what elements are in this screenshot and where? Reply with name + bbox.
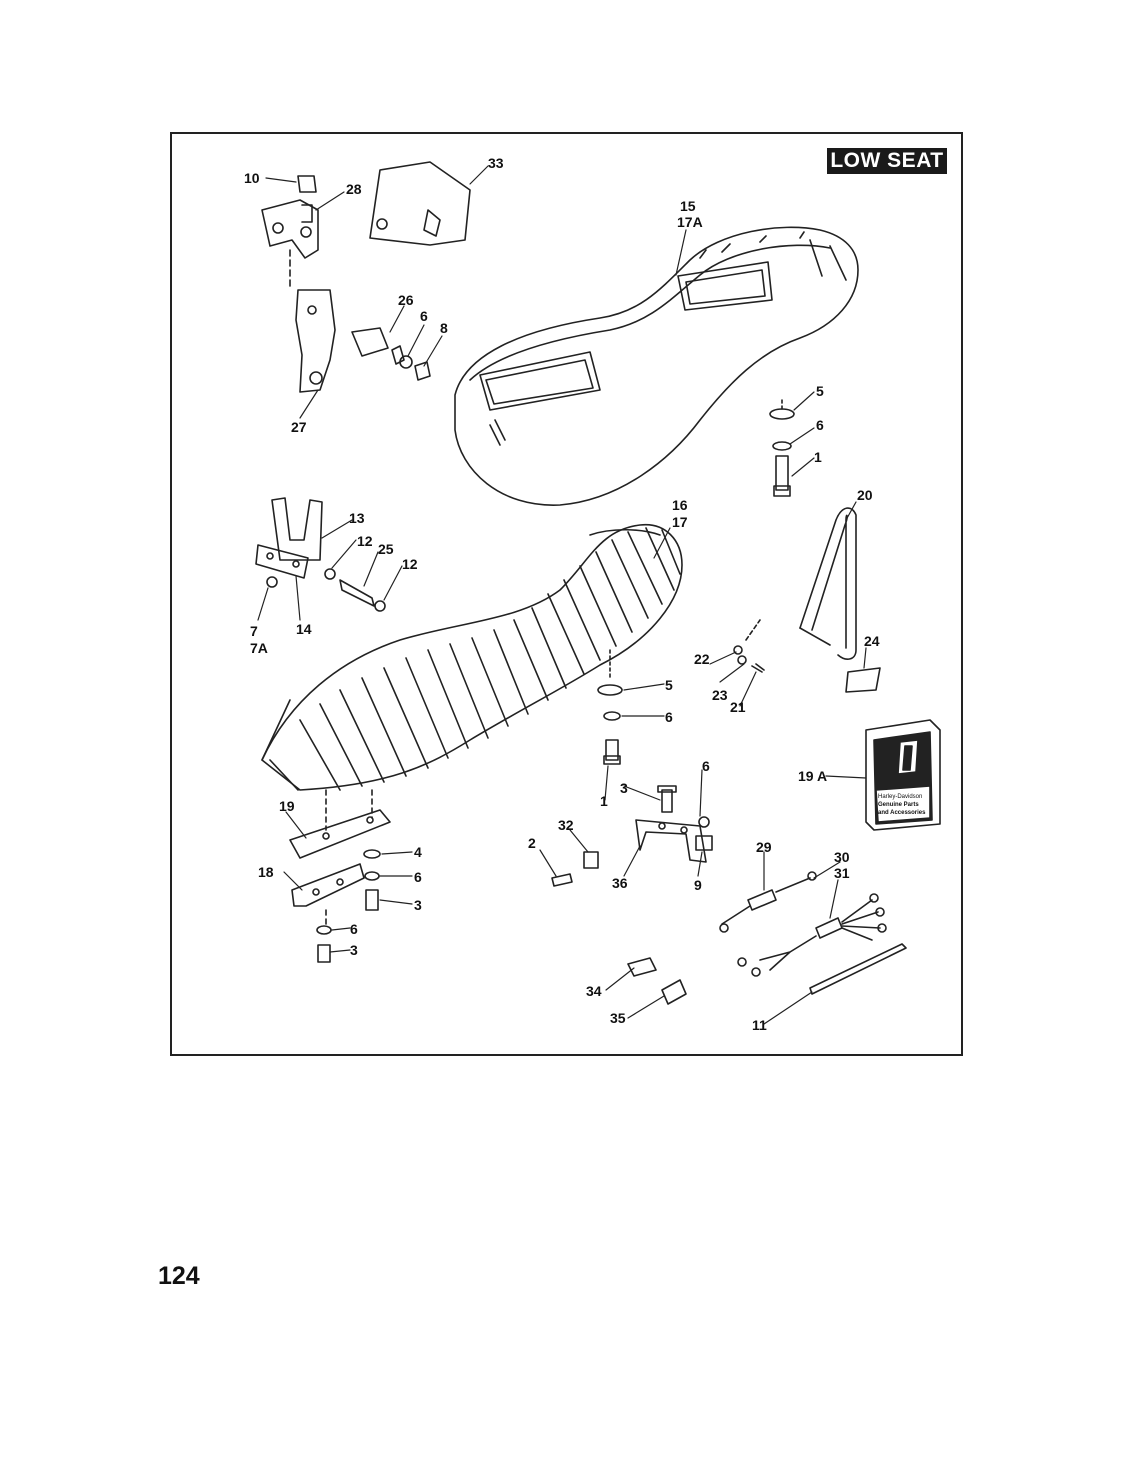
callout-6: 6 xyxy=(350,921,358,937)
callout-6: 6 xyxy=(414,869,422,885)
callout-6: 6 xyxy=(702,758,710,774)
callout-27: 27 xyxy=(291,419,307,435)
callout-24: 24 xyxy=(864,633,880,649)
bracket-36 xyxy=(551,785,713,887)
callout-34: 34 xyxy=(586,983,602,999)
upper-brackets xyxy=(261,199,336,393)
callout-13: 13 xyxy=(349,510,365,526)
callout-4: 4 xyxy=(414,844,422,860)
callout-11: 11 xyxy=(752,1017,767,1033)
callout-19: 19 xyxy=(279,798,295,814)
page-number: 124 xyxy=(158,1262,200,1290)
parts-box-text: Harley-Davidson Genuine Parts and Access… xyxy=(878,794,926,816)
lower-seat xyxy=(261,523,683,791)
callout-26: 26 xyxy=(398,292,414,308)
callout-9: 9 xyxy=(694,877,702,893)
mid-left-brackets xyxy=(255,497,386,612)
upper-hardware xyxy=(297,175,431,381)
callout-35: 35 xyxy=(610,1010,626,1026)
callout-labels: 10 28 33 15 17A 26 6 8 27 5 6 1 16 17 20… xyxy=(244,155,880,1033)
wiring-harness xyxy=(627,871,907,1005)
callout-28: 28 xyxy=(346,181,362,197)
callout-5: 5 xyxy=(816,383,824,399)
callout-10: 10 xyxy=(244,170,260,186)
callout-29: 29 xyxy=(756,839,772,855)
callout-6: 6 xyxy=(816,417,824,433)
upper-seat xyxy=(454,226,859,506)
hardware-upper-right xyxy=(769,399,795,497)
diagram-frame xyxy=(170,132,963,1056)
callout-17: 17 xyxy=(672,514,688,530)
box-brand: Harley-Davidson xyxy=(878,794,922,800)
callout-3: 3 xyxy=(414,897,422,913)
callout-7: 7 xyxy=(250,623,258,639)
callout-23: 23 xyxy=(712,687,728,703)
callout-8: 8 xyxy=(440,320,448,336)
callout-3: 3 xyxy=(620,780,628,796)
callout-3: 3 xyxy=(350,942,358,958)
callout-6: 6 xyxy=(665,709,673,725)
decal-24 xyxy=(845,667,881,693)
callout-20: 20 xyxy=(857,487,873,503)
section-title-badge: LOW SEAT xyxy=(827,148,947,174)
bracket-33 xyxy=(369,161,471,246)
hardware-middle xyxy=(597,619,765,765)
parts-box xyxy=(865,719,941,831)
callout-1: 1 xyxy=(600,793,608,809)
callout-21: 21 xyxy=(730,699,746,715)
callout-2: 2 xyxy=(528,835,536,851)
callout-5: 5 xyxy=(665,677,673,693)
callout-33: 33 xyxy=(488,155,504,171)
callout-36: 36 xyxy=(612,875,628,891)
box-tagline-2: and Accessories xyxy=(878,810,926,816)
lower-left-plates xyxy=(289,789,391,963)
callout-18: 18 xyxy=(258,864,274,880)
callout-12: 12 xyxy=(357,533,373,549)
callout-12: 12 xyxy=(402,556,418,572)
callout-17a-upper: 17A xyxy=(677,214,703,230)
callout-14: 14 xyxy=(296,621,312,637)
callout-16: 16 xyxy=(672,497,688,513)
callout-25: 25 xyxy=(378,541,394,557)
callout-7a: 7A xyxy=(250,640,268,656)
callout-22: 22 xyxy=(694,651,710,667)
leader-lines xyxy=(257,165,867,1025)
sissy-bar xyxy=(799,507,857,660)
callout-1: 1 xyxy=(814,449,822,465)
callout-32: 32 xyxy=(558,817,574,833)
callout-6: 6 xyxy=(420,308,428,324)
callout-15: 15 xyxy=(680,198,696,214)
callout-31: 31 xyxy=(834,865,850,881)
box-tagline-1: Genuine Parts xyxy=(878,802,919,808)
callout-30: 30 xyxy=(834,849,850,865)
callout-19a: 19 A xyxy=(798,768,827,784)
